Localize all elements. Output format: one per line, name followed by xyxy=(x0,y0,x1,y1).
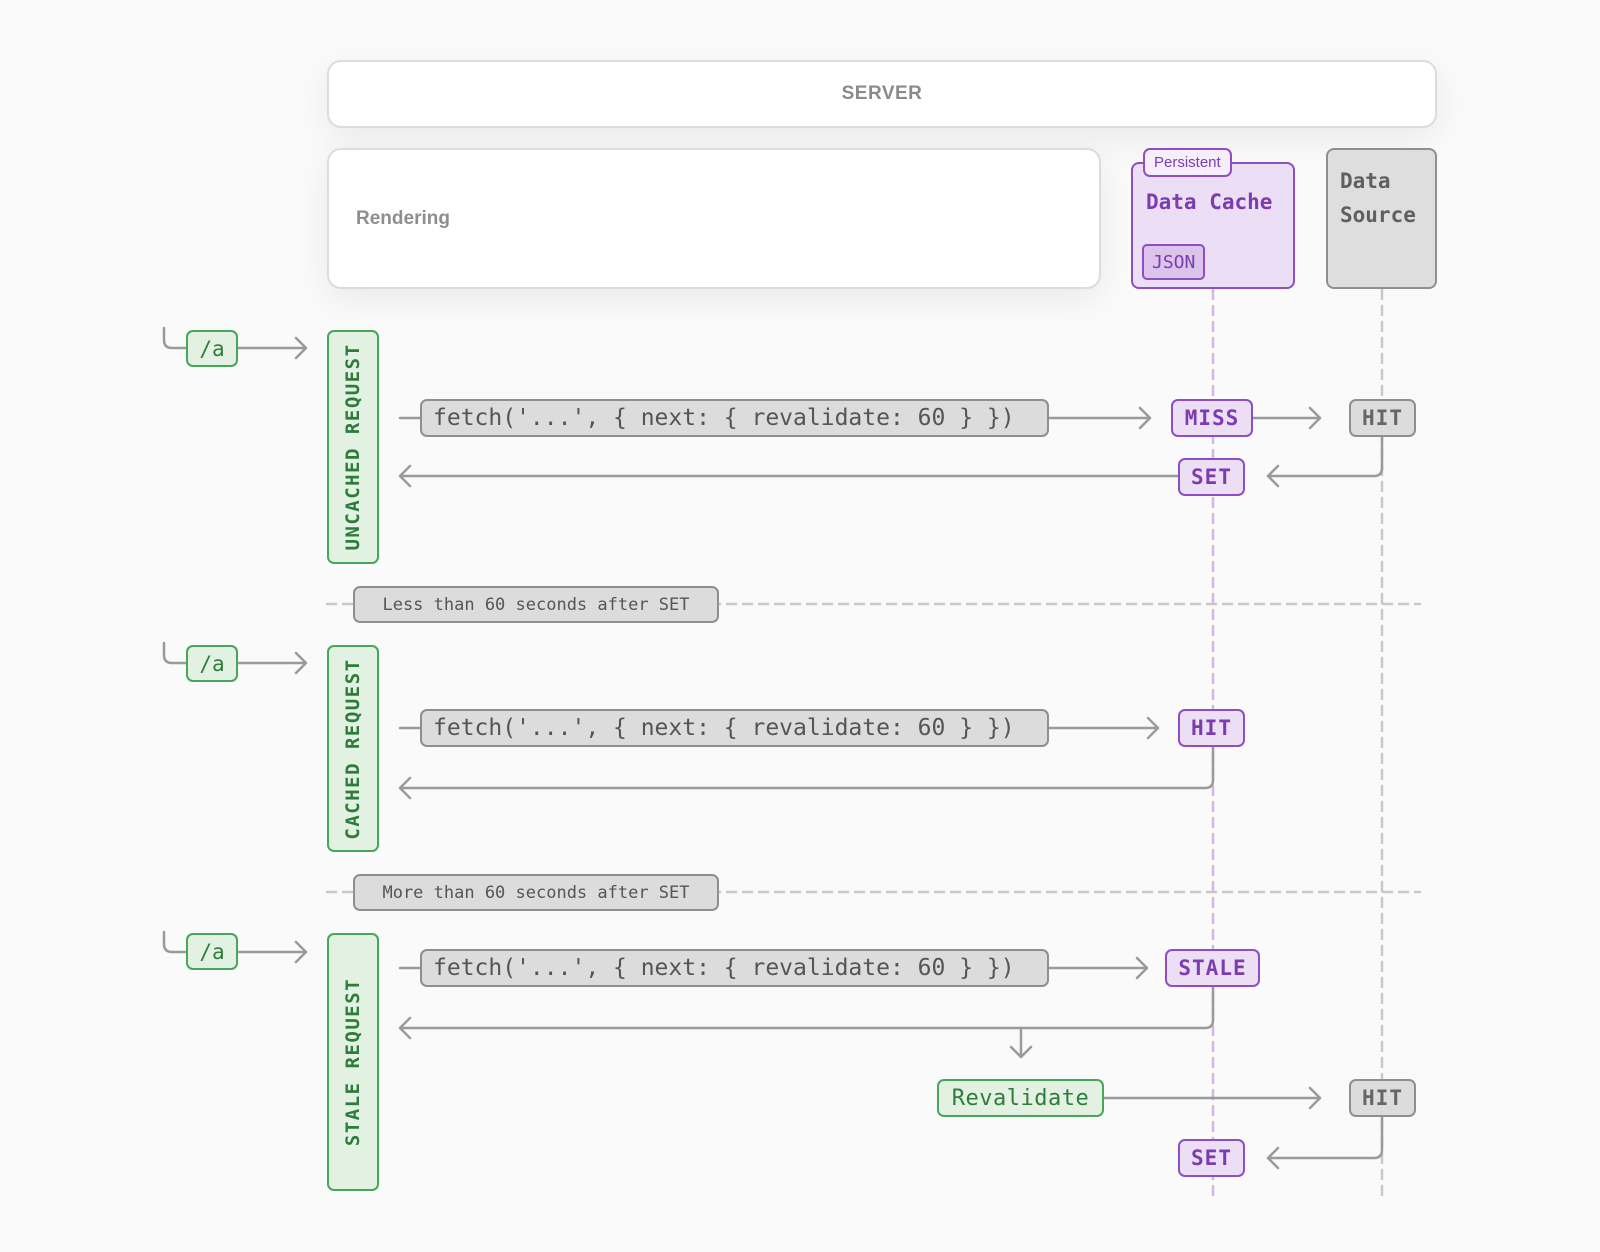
response-arrow xyxy=(398,464,1180,488)
rendering-label: Rendering xyxy=(356,207,450,229)
route-entry-arrow xyxy=(162,930,308,964)
revalidate-step: Revalidate xyxy=(937,1079,1104,1117)
revalidate-branch-arrow xyxy=(1009,1026,1033,1059)
data-cache-title: Data Cache xyxy=(1146,190,1273,214)
cache-set: SET xyxy=(1178,1139,1245,1177)
cache-status-hit: HIT xyxy=(1178,709,1245,747)
json-badge: JSON xyxy=(1142,244,1206,280)
source-to-set-arrow xyxy=(1266,435,1384,488)
response-arrow xyxy=(398,745,1215,800)
fetch-call: fetch('...', { next: { revalidate: 60 } … xyxy=(420,949,1049,987)
server-title: SERVER xyxy=(841,83,923,104)
cache-set: SET xyxy=(1178,458,1245,496)
route-entry-arrow xyxy=(162,641,308,675)
stale-request-label: STALE REQUEST xyxy=(327,933,379,1191)
source-to-set-arrow xyxy=(1266,1115,1384,1170)
fetch-call: fetch('...', { next: { revalidate: 60 } … xyxy=(420,399,1049,437)
time-separator: Less than 60 seconds after SET xyxy=(353,586,719,623)
response-arrow xyxy=(398,985,1215,1040)
miss-to-source-arrow xyxy=(1251,406,1322,430)
cached-request-label: CACHED REQUEST xyxy=(327,645,379,852)
route-badge: /a xyxy=(186,645,238,682)
request-arrow xyxy=(398,716,1160,740)
fetch-call: fetch('...', { next: { revalidate: 60 } … xyxy=(420,709,1049,747)
persistent-badge: Persistent xyxy=(1143,148,1232,177)
route-badge: /a xyxy=(186,933,238,970)
cache-status-stale: STALE xyxy=(1165,949,1260,987)
time-separator: More than 60 seconds after SET xyxy=(353,874,719,911)
revalidate-arrow xyxy=(1102,1086,1322,1110)
cache-status-miss: MISS xyxy=(1171,399,1253,437)
rendering-panel: Rendering xyxy=(327,148,1101,289)
data-source-title: Data Source xyxy=(1340,169,1416,227)
data-source-box xyxy=(1326,148,1437,289)
request-arrow xyxy=(398,956,1149,980)
route-badge: /a xyxy=(186,330,238,367)
request-arrow xyxy=(398,406,1152,430)
source-status-hit: HIT xyxy=(1349,399,1416,437)
route-entry-arrow xyxy=(162,326,308,360)
server-header: SERVER xyxy=(327,60,1437,128)
source-status-hit: HIT xyxy=(1349,1079,1416,1117)
uncached-request-label: UNCACHED REQUEST xyxy=(327,330,379,564)
